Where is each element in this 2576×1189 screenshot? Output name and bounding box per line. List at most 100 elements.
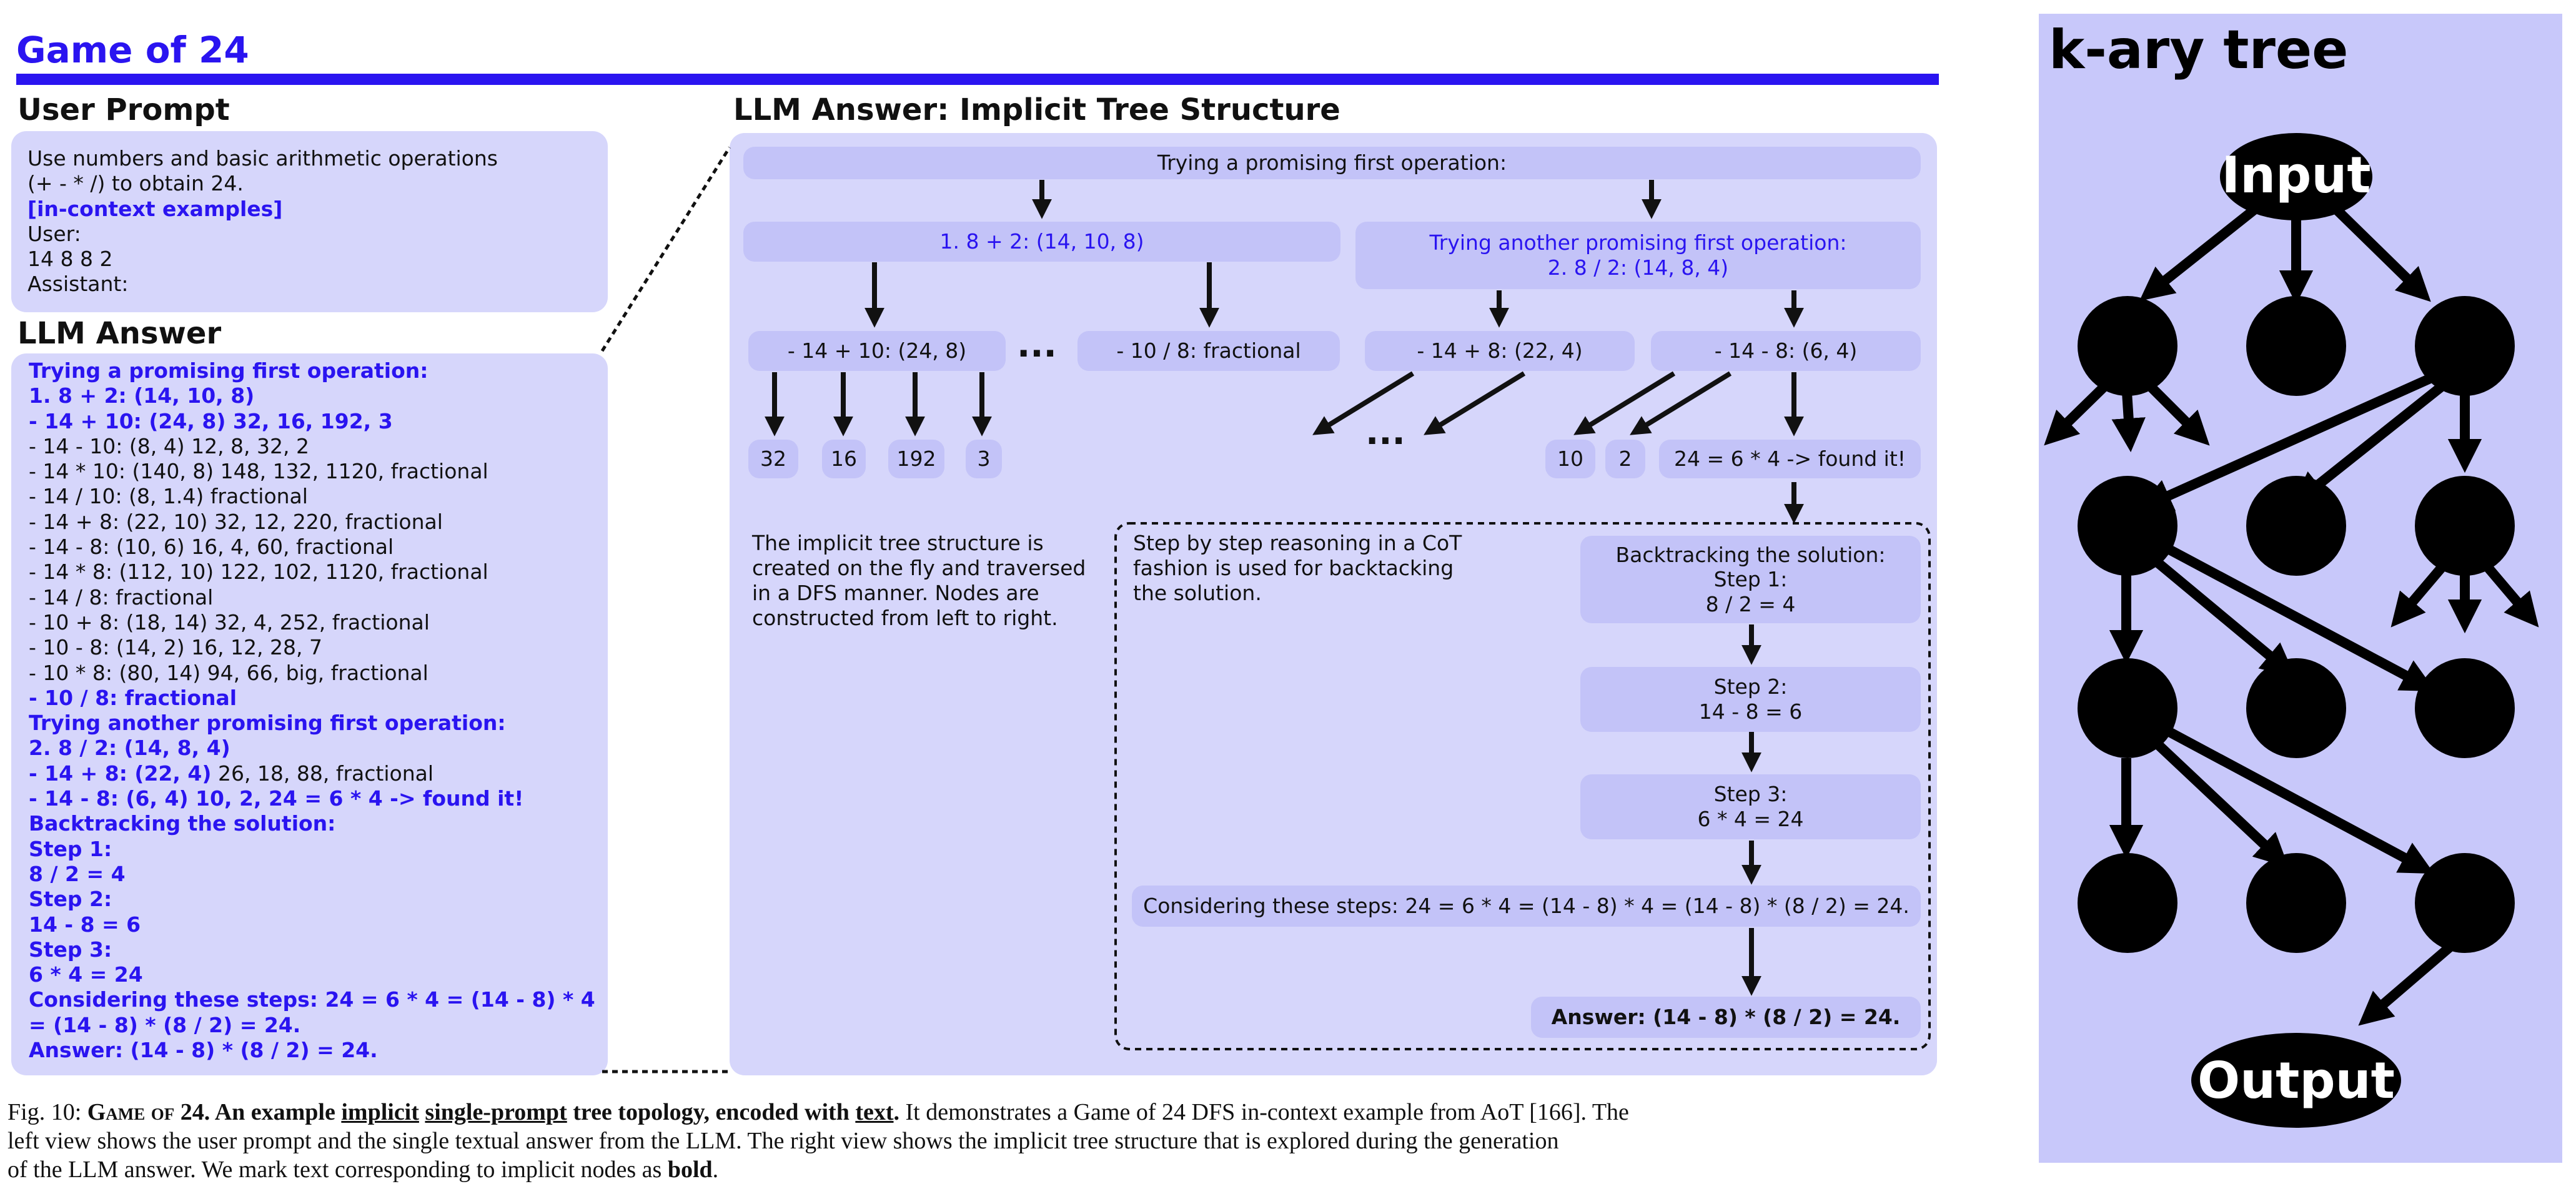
kary-input-label: Input [2221,146,2370,204]
caption-space [419,1099,425,1125]
tree-node-14p10: - 14 + 10: (24, 8) [748,331,1006,371]
caption-bold-word: bold [667,1157,713,1183]
tree-leaf-3: 3 [966,440,1002,478]
user-prompt-box: Use numbers and basic arithmetic operati… [11,131,608,312]
arrow-14m8-b [1630,371,1732,435]
kary-tree-diagram: Input Output [2044,133,2539,1128]
llm-answer-line: - 14 - 10: (8, 4) 12, 8, 32, 2 [29,434,595,459]
caption-part-1: . An example [204,1099,342,1125]
caption-rest-1: It demonstrates a Game of 24 DFS in-cont… [899,1099,1629,1125]
llm-answer-segment: - 14 - 8: (6, 4) 10, 2, 24 = 6 * 4 -> fo… [29,786,524,811]
llm-answer-line: Trying a promising first operation: [29,358,595,383]
cot-region-border [1114,522,1931,1050]
llm-answer-segment: Trying a promising first operation: [29,358,429,383]
llm-answer-line: - 10 * 8: (80, 14) 94, 66, big, fraction… [29,661,595,686]
llm-answer-line: - 14 / 10: (8, 1.4) fractional [29,484,595,509]
caption-line-3: of the LLM answer. We mark text correspo… [7,1157,668,1183]
llm-answer-segment: - 14 - 8: (10, 6) 16, 4, 60, fractional [29,535,394,560]
cot-description: Step by step reasoning in a CoT fashion … [1133,531,1462,605]
llm-answer-line: Considering these steps: 24 = 6 * 4 = (1… [29,987,595,1012]
llm-answer-segment: - 10 / 8: fractional [29,685,237,710]
tree-node-10d8: - 10 / 8: fractional [1077,331,1340,371]
user-prompt-line: [in-context examples] [27,196,283,221]
llm-answer-line: Backtracking the solution: [29,811,595,836]
llm-answer-line: Step 2: [29,887,595,912]
tree-ellipsis-1: ... [1017,325,1057,365]
user-prompt-line: (+ - * /) to obtain 24. [27,171,244,196]
llm-answer-segment: Step 3: [29,937,112,962]
llm-answer-segment: Step 1: [29,836,112,861]
tree-heading: LLM Answer: Implicit Tree Structure [733,92,1340,127]
caption-end: . [712,1157,719,1183]
caption-text: text [855,1099,894,1125]
arrow-14m8-a [1573,371,1676,435]
caption-dot: . [893,1099,900,1125]
llm-answer-segment: 14 - 8 = 6 [29,912,141,937]
llm-answer-segment: - 10 + 8: (18, 14) 32, 4, 252, fractiona… [29,609,430,634]
tree-node-found: 24 = 6 * 4 -> found it! [1659,440,1921,478]
llm-answer-line: 8 / 2 = 4 [29,862,595,887]
llm-answer-segment: = (14 - 8) * (8 / 2) = 24. [29,1012,301,1037]
llm-answer-line: 1. 8 + 2: (14, 10, 8) [29,383,595,408]
llm-answer-segment: Step 2: [29,887,112,912]
caption-fig: Fig. 10: [7,1099,82,1125]
tree-node-backtrack: Backtracking the solution: Step 1: 8 / 2… [1580,536,1921,623]
tree-ellipsis-2: ... [1365,412,1405,453]
llm-answer-line: - 14 - 8: (10, 6) 16, 4, 60, fractional [29,535,595,560]
tree-node-op2: Trying another promising first operation… [1355,222,1921,289]
llm-answer-segment: - 10 - 8: (14, 2) 16, 12, 28, 7 [29,635,322,660]
tree-leaf-2: 2 [1605,440,1645,478]
llm-answer-line: - 10 / 8: fractional [29,686,595,711]
tree-node-root: Trying a promising first operation: [743,147,1921,179]
caption-implicit: implicit [341,1099,419,1125]
tree-node-step2: Step 2: 14 - 8 = 6 [1580,667,1921,732]
tree-node-14p8: - 14 + 8: (22, 4) [1365,331,1635,371]
user-prompt-line: User: [27,221,81,246]
llm-answer-segment: Considering these steps: 24 = 6 * 4 = (1… [29,987,595,1012]
llm-answer-line: - 14 + 10: (24, 8) 32, 16, 192, 3 [29,409,595,434]
llm-answer-segment: 6 * 4 = 24 [29,962,143,987]
user-prompt-line: 14 8 8 2 [27,247,113,272]
llm-answer-line: - 14 / 8: fractional [29,585,595,610]
user-prompt-text: Use numbers and basic arithmetic operati… [27,146,498,297]
llm-answer-line: = (14 - 8) * (8 / 2) = 24. [29,1013,595,1038]
llm-answer-segment: Backtracking the solution: [29,811,336,836]
llm-answer-segment: - 14 + 10: (24, 8) 32, 16, 192, 3 [29,408,393,433]
llm-answer-segment: Trying another promising first operation… [29,711,506,736]
llm-answer-box: Trying a promising first operation:1. 8 … [11,353,608,1075]
llm-answer-line: - 14 + 8: (22, 4) 26, 18, 88, fractional [29,761,595,786]
tree-node-step3: Step 3: 6 * 4 = 24 [1580,774,1921,839]
title-rule [16,74,1939,85]
user-prompt-heading: User Prompt [17,92,230,127]
tree-node-op1: 1. 8 + 2: (14, 10, 8) [743,222,1340,262]
tree-description: The implicit tree structure is created o… [752,531,1086,630]
user-prompt-line: Assistant: [27,272,129,297]
tree-leaf-32: 32 [748,440,798,478]
llm-answer-heading: LLM Answer [17,316,222,351]
tree-leaf-192: 192 [888,440,944,478]
kary-output-label: Output [2197,1052,2395,1110]
arrow-14p8-b [1424,371,1526,435]
kary-title: k-ary tree [2049,19,2349,81]
user-prompt-line: Use numbers and basic arithmetic operati… [27,146,498,170]
llm-answer-line: Step 3: [29,937,595,962]
llm-answer-line: - 14 - 8: (6, 4) 10, 2, 24 = 6 * 4 -> fo… [29,786,595,811]
page-title: Game of 24 [16,29,249,71]
llm-answer-text: Trying a promising first operation:1. 8 … [29,358,595,1063]
llm-answer-segment: 1. 8 + 2: (14, 10, 8) [29,383,255,408]
llm-answer-segment: - 10 * 8: (80, 14) 94, 66, big, fraction… [29,660,429,685]
caption-part-2: tree topology, encoded with [567,1099,856,1125]
llm-answer-line: Answer: (14 - 8) * (8 / 2) = 24. [29,1038,595,1063]
tree-node-14m8: - 14 - 8: (6, 4) [1651,331,1921,371]
llm-answer-line: - 10 + 8: (18, 14) 32, 4, 252, fractiona… [29,610,595,635]
arrow-14p8-a [1312,371,1415,435]
llm-answer-segment: 26, 18, 88, fractional [211,761,434,786]
tree-node-considering: Considering these steps: 24 = 6 * 4 = (1… [1132,886,1921,927]
llm-answer-segment: Answer: (14 - 8) * (8 / 2) = 24. [29,1038,378,1063]
llm-answer-line: - 10 - 8: (14, 2) 16, 12, 28, 7 [29,635,595,660]
llm-answer-line: 2. 8 / 2: (14, 8, 4) [29,736,595,761]
llm-answer-line: 6 * 4 = 24 [29,962,595,987]
llm-answer-line: - 14 * 10: (140, 8) 148, 132, 1120, frac… [29,459,595,484]
